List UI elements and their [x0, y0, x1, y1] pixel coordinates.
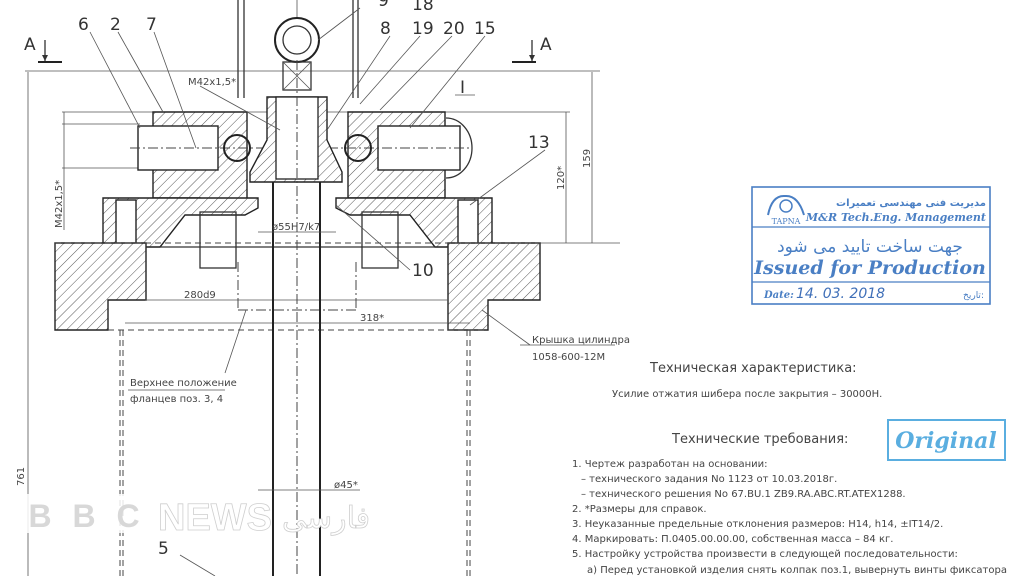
bbc-news-farsi-watermark: B B C NEWS فارسی [23, 494, 371, 539]
callout-upper-position-2: фланцев поз. 3, 4 [130, 394, 223, 405]
position-number: 2 [110, 15, 121, 35]
approval-stamp: TAPNA مدیریت فنی مهندسی تعمیرات M&R Tech… [751, 186, 991, 305]
dim-761: 761 [16, 467, 27, 486]
section-marker-left: A [24, 35, 62, 63]
dim-rod: ø45* [334, 480, 358, 491]
requirement-item: – технического задания No 1123 от 10.03.… [581, 474, 837, 485]
ball-left [223, 134, 251, 162]
requirement-item: 2. *Размеры для справок. [572, 504, 707, 515]
svg-text:جهت ساخت تایید می شود: جهت ساخت تایید می شود [777, 237, 963, 257]
callout-cover-code: 1058-600-12M [532, 352, 605, 363]
requirement-item: 4. Маркировать: П.0405.00.00.00, собстве… [572, 534, 893, 545]
requirement-item: 5. Настройку устройства произвести в сле… [572, 549, 958, 560]
position-number: 5 [158, 539, 169, 559]
position-number: 10 [412, 261, 434, 281]
position-number: 7 [146, 15, 157, 35]
dim-flange: 318* [360, 313, 384, 324]
svg-text:TAPNA: TAPNA [772, 217, 801, 226]
dim-thread-left: M42x1,5* [54, 180, 65, 228]
position-number: 9 [378, 0, 389, 11]
position-number: 20 [443, 19, 465, 39]
cone-housing-right [335, 197, 493, 248]
spec-title: Техническая характеристика: [649, 361, 857, 376]
svg-text:فارسی: فارسی [282, 501, 370, 536]
section-marker-right: A [512, 35, 552, 63]
position-number: 18 [412, 0, 434, 15]
svg-text:A: A [24, 35, 36, 55]
callout-cylinder-cover: Крышка цилиндра [532, 335, 630, 346]
dim-shaft-fit: ø55H7/k7 [272, 222, 320, 233]
original-stamp: Original [887, 419, 1006, 461]
spec-line: Усилие отжатия шибера после закрытия – 3… [612, 389, 882, 400]
dim-thread-top: M42x1,5* [188, 77, 236, 88]
svg-text:M&R Tech.Eng. Management: M&R Tech.Eng. Management [805, 211, 986, 224]
requirement-item: а) Перед установкой изделия снять колпак… [587, 565, 1007, 576]
position-number: 13 [528, 133, 550, 153]
requirement-item: 3. Неуказанные предельные отклонения раз… [572, 519, 943, 530]
svg-text:B: B [28, 498, 51, 534]
svg-text:Original: Original [895, 428, 996, 454]
dim-159: 159 [582, 149, 593, 168]
svg-text:NEWS: NEWS [158, 497, 272, 539]
svg-text:C: C [116, 498, 139, 534]
callout-upper-position: Верхнее положение [130, 378, 237, 389]
dim-120: 120* [556, 166, 567, 190]
tapna-logo-icon [767, 194, 805, 216]
svg-text:A: A [540, 35, 552, 55]
svg-text:تاریخ:: تاریخ: [963, 291, 984, 301]
requirement-item: – технического решения No 67.BU.1 ZB9.RA… [581, 489, 906, 500]
svg-text:14. 03. 2018: 14. 03. 2018 [796, 286, 885, 302]
position-number: 15 [474, 19, 496, 39]
svg-text:B: B [72, 498, 95, 534]
requirement-item: 1. Чертеж разработан на основании: [572, 459, 768, 470]
position-number: 6 [78, 15, 89, 35]
dim-bore: 280d9 [184, 290, 216, 301]
position-number: 8 [380, 19, 391, 39]
requirements-title: Технические требования: [671, 432, 848, 447]
position-number: 19 [412, 19, 434, 39]
svg-text:مدیریت فنی مهندسی تعمیرات: مدیریت فنی مهندسی تعمیرات [836, 198, 986, 209]
ball-right [344, 134, 372, 162]
svg-text:Issued for Production: Issued for Production [753, 257, 986, 279]
svg-text:Date:: Date: [763, 290, 794, 301]
flange-left [54, 242, 147, 331]
position-number: I [460, 78, 465, 98]
flange-right [447, 242, 541, 331]
